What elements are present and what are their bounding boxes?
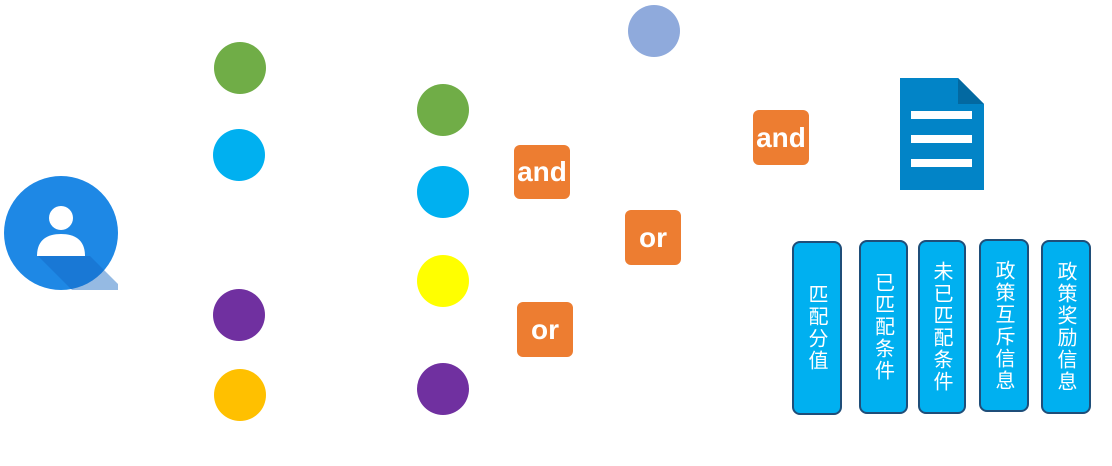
policy-reward-info-box: 政策奖励信息 (1041, 240, 1091, 414)
or-node-bottom: or (517, 302, 573, 357)
matched-conditions-text: 已匹配条件 (871, 272, 896, 382)
and-node-right: and (753, 110, 809, 165)
left-green-circle (214, 42, 266, 94)
left-blue-circle (213, 129, 265, 181)
user-avatar-icon (4, 176, 118, 290)
left-orange-circle (214, 369, 266, 421)
policy-exclusion-info-box: 政策互斥信息 (979, 239, 1029, 412)
middle-yellow-circle (417, 255, 469, 307)
policy-reward-info-text: 政策奖励信息 (1054, 261, 1078, 393)
middle-blue-circle (417, 166, 469, 218)
document-icon (900, 78, 984, 190)
match-score-box: 匹配分值 (792, 241, 842, 415)
left-purple-circle (213, 289, 265, 341)
policy-exclusion-info-text: 政策互斥信息 (992, 259, 1016, 392)
top-lavender-circle (628, 5, 680, 57)
or-node-middle: or (625, 210, 681, 265)
match-score-text: 匹配分值 (805, 284, 829, 372)
unmatched-conditions-text: 未已匹配条件 (930, 261, 954, 393)
and-node-left: and (514, 145, 570, 199)
unmatched-conditions-box: 未已匹配条件 (918, 240, 966, 414)
matched-conditions-box: 已匹配条件 (859, 240, 908, 414)
middle-purple-circle (417, 363, 469, 415)
middle-green-circle (417, 84, 469, 136)
